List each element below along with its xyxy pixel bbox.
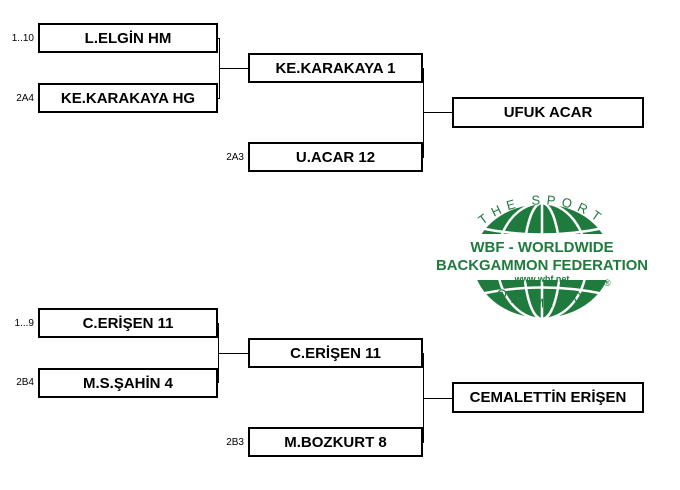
seed-label: 2B3: [226, 437, 244, 448]
seed-label: 2A3: [226, 152, 244, 163]
winner-box: CEMALETTİN ERİŞEN: [452, 382, 644, 413]
player-name: U.ACAR 12: [295, 148, 376, 166]
connector: [219, 68, 249, 69]
player-name: M.BOZKURT 8: [284, 433, 387, 451]
connector: [423, 112, 453, 113]
winner-box: UFUK ACAR: [452, 97, 644, 128]
seed-label: 2A4: [16, 93, 34, 104]
player-name: C.ERİŞEN 11: [82, 314, 174, 332]
connector: [218, 353, 249, 354]
player-box: KE.KARAKAYA HG: [38, 83, 218, 113]
player-name: C.ERİŞEN 11: [290, 344, 381, 362]
logo-line2: BACKGAMMON FEDERATION: [436, 257, 648, 274]
seed-label: 1...9: [14, 318, 34, 329]
player-name: M.S.ŞAHİN 4: [82, 374, 173, 392]
logo-url: www.wbf.net: [514, 274, 570, 284]
player-name: KE.KARAKAYA 1: [275, 59, 396, 77]
connector: [423, 68, 424, 158]
player-box: M.S.ŞAHİN 4: [38, 368, 218, 398]
player-box: C.ERİŞEN 11: [38, 308, 218, 338]
wbf-logo: THE SPORT OF MIND WBF - WORLDWIDE BACKGA…: [432, 192, 652, 321]
player-name: CEMALETTİN ERİŞEN: [469, 389, 627, 406]
registered-mark: ®: [604, 278, 611, 288]
seed-label: 2B4: [16, 377, 34, 388]
player-name: KE.KARAKAYA HG: [60, 89, 196, 107]
player-box: L.ELGİN HM: [38, 23, 218, 53]
seed-label: 1..10: [11, 33, 34, 44]
player-box: M.BOZKURT 8: [248, 427, 423, 457]
connector: [423, 398, 453, 399]
player-box: U.ACAR 12: [248, 142, 423, 172]
player-name: L.ELGİN HM: [84, 29, 172, 47]
player-box: KE.KARAKAYA 1: [248, 53, 423, 83]
logo-line1: WBF - WORLDWIDE: [470, 239, 613, 256]
player-name: UFUK ACAR: [503, 104, 593, 121]
player-box: C.ERİŞEN 11: [248, 338, 423, 368]
